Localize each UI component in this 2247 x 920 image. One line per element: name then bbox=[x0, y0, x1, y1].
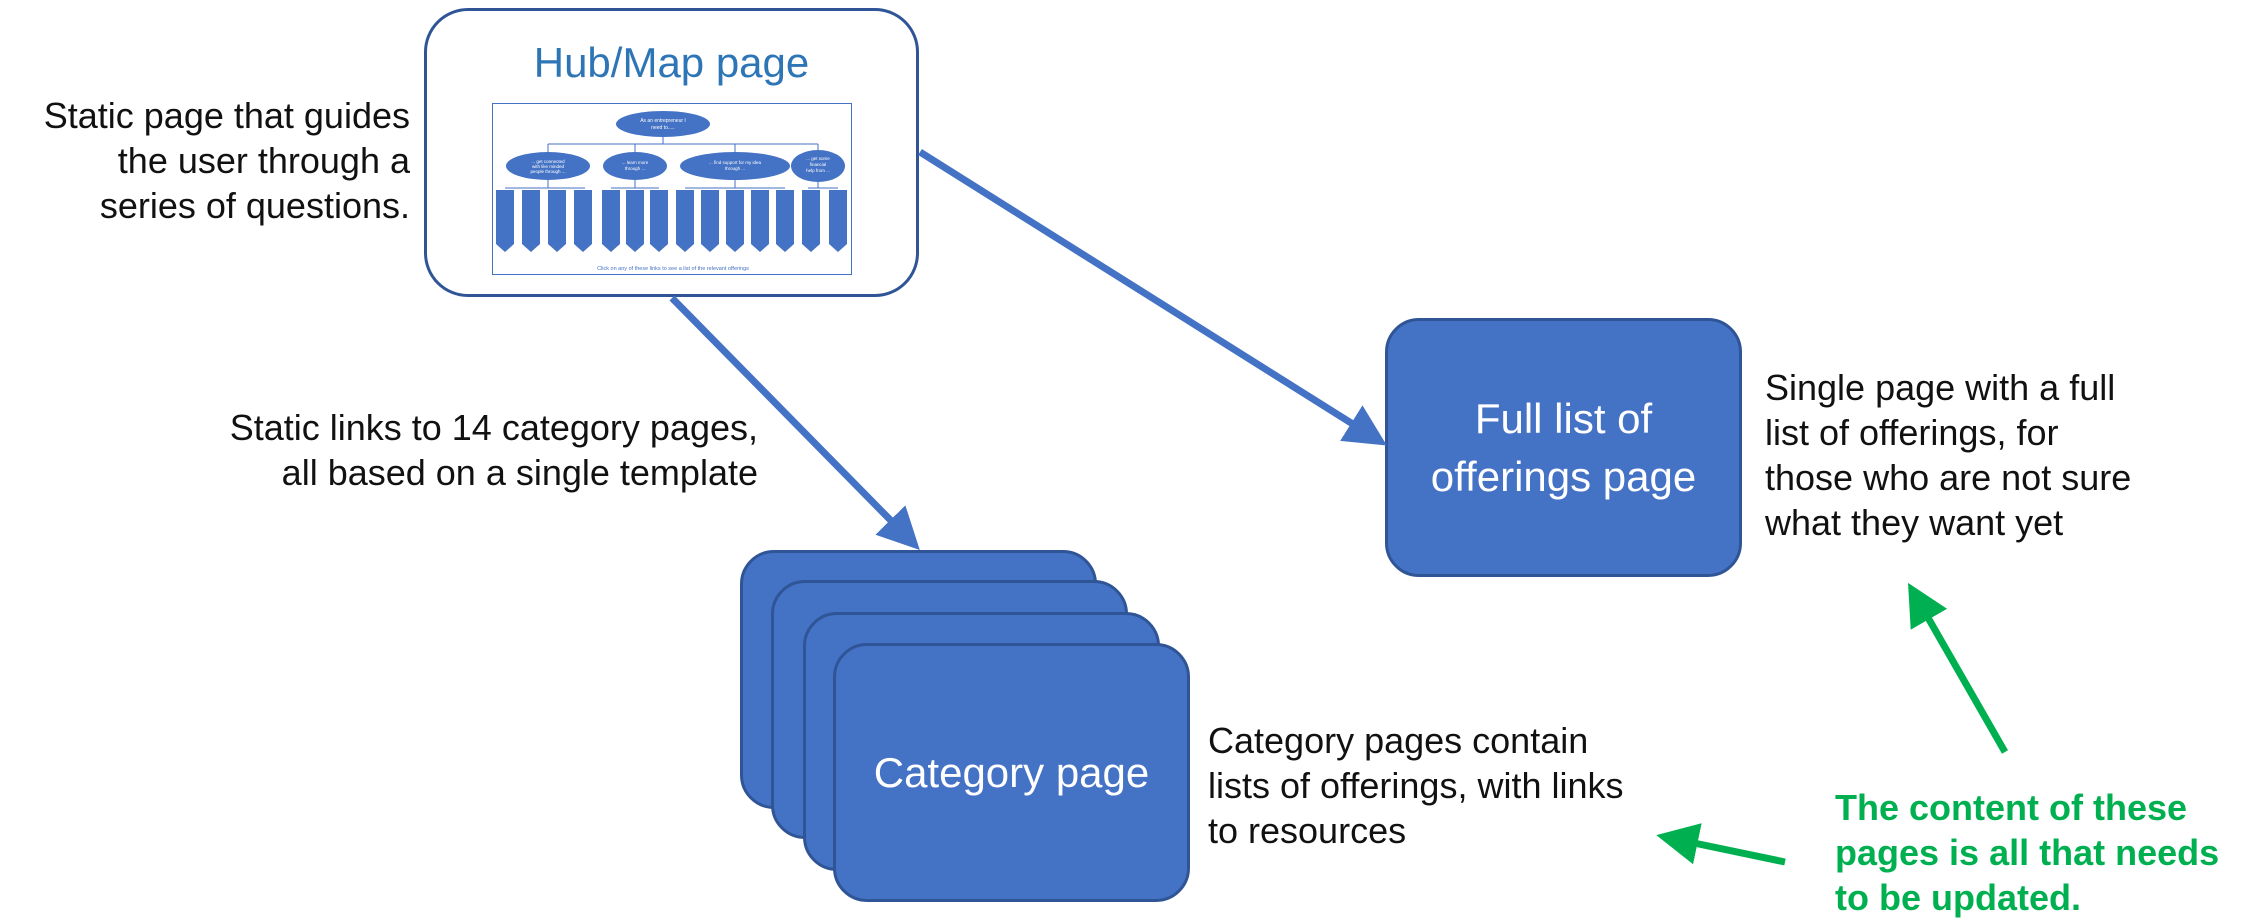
svg-text:through ...: through ... bbox=[625, 166, 645, 171]
thumb-leaf-link bbox=[496, 190, 514, 252]
svg-text:... get some: ... get some bbox=[806, 156, 830, 161]
links-description: Static links to 14 category pages, all b… bbox=[229, 407, 758, 493]
arrow-note-to-full-list bbox=[1908, 582, 2009, 754]
hub-title: Hub/Map page bbox=[533, 39, 810, 86]
hub-map-thumbnail: As an entrepreneur I need to..... ... ge… bbox=[492, 103, 852, 275]
hub-map-thumbnail-graphic: As an entrepreneur I need to..... ... ge… bbox=[496, 111, 847, 272]
thumb-leaf-link bbox=[522, 190, 540, 252]
svg-text:financial: financial bbox=[810, 162, 827, 167]
category-description: Category pages contain lists of offering… bbox=[1208, 720, 1624, 851]
arrow-note-to-category bbox=[1656, 823, 1786, 866]
thumb-leaf-link bbox=[726, 190, 744, 252]
thumb-root-node bbox=[616, 111, 710, 137]
category-page-box: Category page bbox=[833, 643, 1190, 902]
thumb-leaf-link bbox=[751, 190, 769, 252]
thumb-branch-node bbox=[680, 152, 790, 180]
thumb-leaf-link bbox=[802, 190, 820, 252]
hub-description: Static page that guides the user through… bbox=[43, 95, 410, 226]
thumb-leaf-link bbox=[701, 190, 719, 252]
thumb-leaf-link bbox=[602, 190, 620, 252]
thumb-leaf-link bbox=[574, 190, 592, 252]
svg-text:through ...: through ... bbox=[725, 166, 745, 171]
svg-text:help from ...: help from ... bbox=[806, 168, 830, 173]
hub-map-page-box: Hub/Map page As an entrepreneur I need t… bbox=[424, 8, 919, 297]
svg-text:with like minded: with like minded bbox=[532, 164, 565, 169]
svg-text:... find support for my idea: ... find support for my idea bbox=[709, 160, 762, 165]
thumb-root-label: As an entrepreneur I bbox=[640, 118, 686, 124]
thumb-leaf-link bbox=[776, 190, 794, 252]
svg-text:... get connected: ... get connected bbox=[531, 159, 565, 164]
full-list-description: Single page with a full list of offering… bbox=[1765, 367, 2132, 543]
thumb-leaf-link bbox=[626, 190, 644, 252]
arrow-hub-to-category bbox=[669, 295, 920, 550]
thumb-leaf-link bbox=[676, 190, 694, 252]
svg-text:people through ...: people through ... bbox=[530, 169, 565, 174]
svg-text:need to.....: need to..... bbox=[651, 125, 675, 131]
thumb-leaf-link bbox=[829, 190, 847, 252]
thumb-leaf-link bbox=[548, 190, 566, 252]
full-list-page-box: Full list of offerings page bbox=[1385, 318, 1742, 577]
arrow-hub-to-full-list bbox=[918, 149, 1387, 446]
thumb-branch-node bbox=[603, 152, 667, 180]
update-note: The content of these pages is all that n… bbox=[1835, 787, 2220, 918]
thumb-leaf-link bbox=[650, 190, 668, 252]
thumb-footer: Click on any of these links to see a lis… bbox=[597, 266, 749, 272]
thumb-branch-node bbox=[791, 150, 845, 182]
svg-text:... learn more: ... learn more bbox=[622, 160, 649, 165]
thumb-branch-node bbox=[506, 152, 590, 180]
